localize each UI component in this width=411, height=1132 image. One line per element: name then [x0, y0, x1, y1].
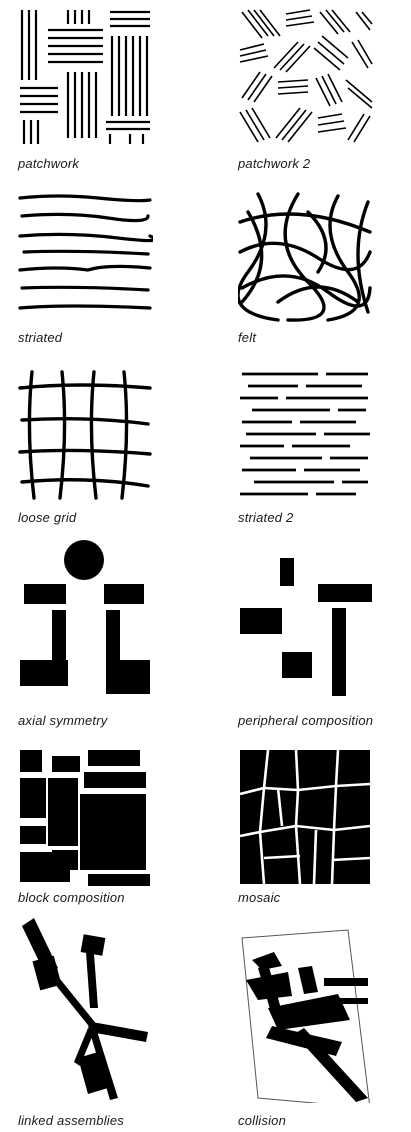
loose-grid-pattern — [18, 370, 152, 500]
collision-pattern — [241, 929, 370, 1103]
label-axial-symmetry: axial symmetry — [18, 713, 108, 728]
diagram-felt: felt — [238, 192, 411, 382]
label-patchwork: patchwork — [18, 156, 80, 171]
diagram-peripheral-composition: peripheral composition — [238, 538, 411, 728]
label-striated-2: striated 2 — [238, 510, 294, 525]
label-loose-grid: loose grid — [18, 510, 77, 525]
label-block-composition: block composition — [18, 890, 125, 905]
patchwork-2-pattern — [239, 9, 373, 143]
label-patchwork-2: patchwork 2 — [238, 156, 311, 171]
diagram-axial-symmetry: axial symmetry — [18, 538, 208, 728]
peripheral-composition-pattern — [240, 558, 372, 696]
linked-assemblies-pattern — [22, 918, 148, 1100]
label-mosaic: mosaic — [238, 890, 281, 905]
label-striated: striated — [18, 330, 63, 345]
diagram-collision: collision — [238, 908, 411, 1128]
diagram-block-composition: block composition — [18, 748, 208, 938]
axial-symmetry-pattern — [20, 540, 150, 694]
label-linked-assemblies: linked assemblies — [18, 1113, 125, 1128]
diagram-linked-assemblies: linked assemblies — [18, 908, 208, 1128]
striated-2-pattern — [240, 372, 370, 496]
label-collision: collision — [238, 1113, 287, 1128]
patchwork-pattern — [20, 10, 150, 144]
felt-pattern — [238, 192, 372, 322]
striated-pattern — [18, 194, 153, 310]
diagram-patchwork-2: patchwork 2 — [238, 8, 411, 198]
mosaic-pattern — [239, 749, 371, 885]
diagram-striated: striated — [18, 192, 208, 382]
diagram-patchwork: patchwork — [18, 8, 208, 198]
diagram-striated-2: striated 2 — [238, 370, 411, 560]
diagram-loose-grid: loose grid — [18, 370, 208, 560]
label-peripheral-composition: peripheral composition — [238, 713, 374, 728]
block-composition-pattern — [20, 750, 150, 886]
label-felt: felt — [238, 330, 257, 345]
diagram-mosaic: mosaic — [238, 748, 411, 938]
